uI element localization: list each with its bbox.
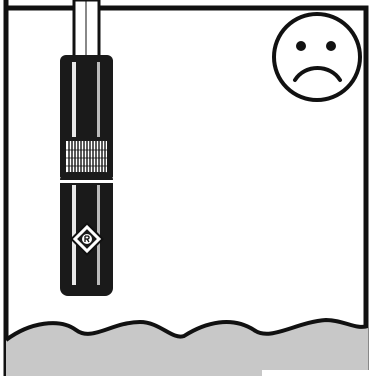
water-surface-line	[4, 317, 369, 342]
pump-upper-highlight-2	[97, 62, 100, 140]
face-outline	[272, 12, 362, 102]
diamond-r-logo-icon	[70, 222, 104, 256]
water	[4, 317, 374, 376]
submersible-pump-icon	[60, 55, 113, 296]
tank-frame	[3, 0, 369, 376]
tank-walls	[3, 0, 369, 376]
water-body	[6, 320, 368, 376]
water-floor-gap	[262, 370, 374, 376]
drop-pipe	[72, 0, 101, 62]
face-mouth	[293, 66, 342, 82]
pump-band	[60, 180, 113, 183]
pump-upper-highlight	[72, 62, 76, 140]
face-right-eye	[326, 41, 336, 51]
pump-lower-highlight	[72, 185, 76, 285]
intake-mesh-lines	[66, 141, 107, 173]
pump-upper-body	[60, 55, 113, 145]
frowny-face-icon	[272, 12, 362, 102]
face-left-eye	[296, 41, 306, 51]
